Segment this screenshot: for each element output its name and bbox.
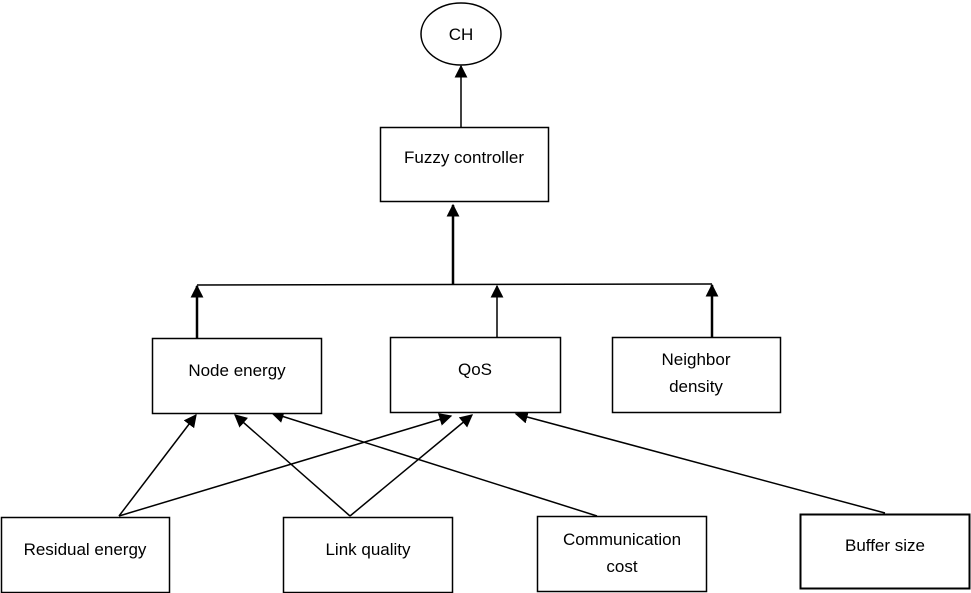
node-residual-energy-label: Residual energy bbox=[24, 540, 147, 559]
node-link-quality-label: Link quality bbox=[325, 540, 411, 559]
node-communication-cost-label-line2: cost bbox=[606, 557, 637, 576]
node-buffer-size-label: Buffer size bbox=[845, 536, 925, 555]
node-fuzzy-controller-label: Fuzzy controller bbox=[404, 148, 524, 167]
node-qos: QoS bbox=[389, 336, 562, 414]
node-ch: CH bbox=[420, 2, 502, 66]
node-buffer-size: Buffer size bbox=[799, 513, 971, 590]
edge-residual-energy-to-qos bbox=[118, 413, 453, 517]
node-communication-cost-label-line1: Communication bbox=[563, 530, 681, 549]
edge-communication-cost-to-node-energy bbox=[270, 410, 598, 517]
node-node-energy-label: Node energy bbox=[188, 361, 286, 380]
edge-link-quality-to-node-energy bbox=[234, 414, 351, 517]
bus-line bbox=[196, 283, 713, 286]
node-neighbor-density-label-line2: density bbox=[669, 377, 723, 396]
node-link-quality: Link quality bbox=[282, 516, 454, 593]
node-communication-cost: Communication cost bbox=[536, 515, 708, 593]
node-qos-label: QoS bbox=[458, 360, 492, 379]
node-ch-label: CH bbox=[449, 25, 474, 44]
node-residual-energy: Residual energy bbox=[0, 516, 171, 593]
node-neighbor-density-label-line1: Neighbor bbox=[662, 350, 731, 369]
node-fuzzy-controller: Fuzzy controller bbox=[379, 126, 550, 203]
edge-residual-energy-to-node-energy bbox=[118, 413, 197, 517]
edge-buffer-size-to-qos bbox=[514, 410, 886, 514]
node-neighbor-density: Neighbor density bbox=[611, 336, 782, 414]
node-node-energy: Node energy bbox=[151, 337, 323, 415]
edge-link-quality-to-qos bbox=[349, 414, 474, 517]
